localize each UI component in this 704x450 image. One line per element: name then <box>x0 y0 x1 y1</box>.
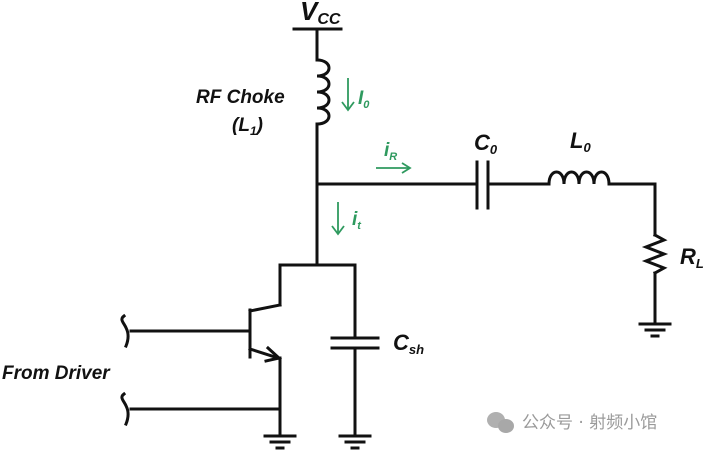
c0-label: C0 <box>474 130 498 157</box>
it-arrow <box>331 202 345 236</box>
npn-transistor <box>248 263 283 437</box>
watermark-text: 公众号 · 射频小馆 <box>522 413 657 433</box>
ground-icon <box>338 434 372 450</box>
i0-label: I0 <box>358 88 370 111</box>
vcc-label: VCC <box>300 0 341 28</box>
l1-label: (L1) <box>232 115 263 138</box>
ground-icon <box>638 322 672 338</box>
wechat-icon <box>487 412 514 433</box>
driver-label: From Driver <box>2 363 111 384</box>
rl-label: RL <box>680 244 704 271</box>
c0-capacitor <box>475 160 490 210</box>
it-label: it <box>352 209 362 232</box>
ir-arrow <box>376 162 412 174</box>
rl-resistor <box>641 232 669 276</box>
l0-inductor <box>547 170 611 186</box>
ir-label: iR <box>384 140 397 163</box>
i0-arrow <box>341 78 355 112</box>
break-symbol-icon <box>120 313 130 348</box>
rf-choke-inductor <box>315 58 331 126</box>
rf-choke-label: RF Choke <box>196 87 285 108</box>
csh-label: Csh <box>393 330 424 357</box>
vcc-rail <box>292 27 343 62</box>
l0-label: L0 <box>570 128 591 155</box>
ground-icon <box>263 434 297 450</box>
break-symbol-icon <box>120 391 130 426</box>
